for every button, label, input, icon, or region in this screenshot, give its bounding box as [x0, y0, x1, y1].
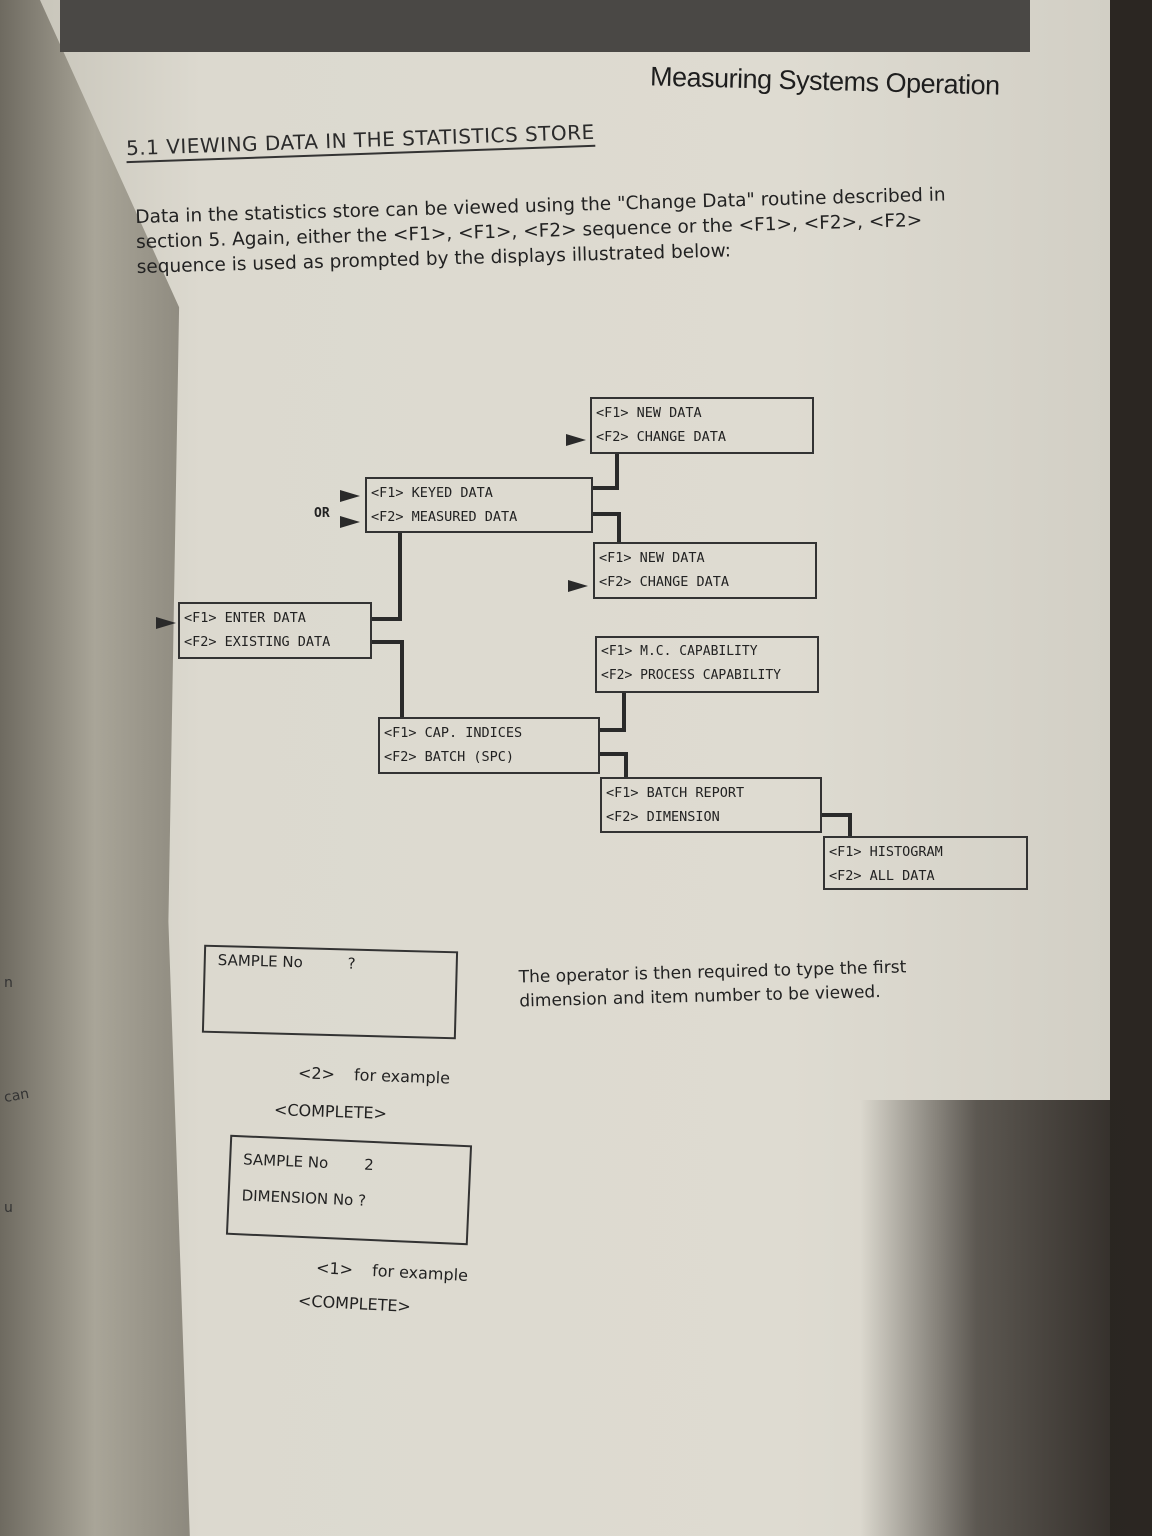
adjacent-page-fragment: can	[2, 1085, 31, 1107]
step2-key: <1>	[315, 1258, 354, 1279]
sample-value: ?	[347, 954, 356, 973]
menu-option-f1: <F1> HISTOGRAM	[829, 844, 943, 860]
connector-line	[372, 640, 404, 644]
menu-option-f2: <F2> BATCH (SPC)	[384, 749, 515, 765]
step1-key: <2>	[297, 1063, 336, 1084]
menu-option-f1: <F1> CAP. INDICES	[384, 725, 523, 741]
page-top-bar	[60, 0, 1030, 52]
connector-line	[372, 617, 402, 621]
sample-label: SAMPLE No	[242, 1150, 329, 1173]
selection-arrow-icon	[568, 580, 588, 592]
menu-box-new-change-data-1: <F1> NEW DATA <F2> CHANGE DATA	[590, 397, 814, 454]
connector-line	[593, 486, 619, 490]
connector-line	[593, 512, 621, 516]
connector-line	[398, 533, 402, 621]
menu-option-f1: <F1> ENTER DATA	[184, 610, 306, 626]
selection-arrow-icon	[566, 434, 586, 446]
connector-line	[822, 813, 852, 817]
menu-box-cap-batch: <F1> CAP. INDICES <F2> BATCH (SPC)	[378, 717, 600, 774]
menu-option-f2: <F2> CHANGE DATA	[596, 429, 727, 445]
menu-option-f1: <F1> M.C. CAPABILITY	[601, 644, 758, 659]
selection-arrow-icon	[340, 490, 360, 502]
menu-box-new-change-data-2: <F1> NEW DATA <F2> CHANGE DATA	[593, 542, 817, 599]
menu-option-f1: <F1> BATCH REPORT	[606, 785, 745, 801]
selection-arrow-icon	[340, 516, 360, 528]
menu-option-f1: <F1> NEW DATA	[596, 405, 702, 421]
photo-shadow	[860, 1100, 1152, 1536]
sample-value: 2	[363, 1155, 375, 1175]
menu-option-f2: <F2> DIMENSION	[606, 809, 720, 825]
connector-line	[615, 454, 619, 490]
connector-line	[622, 693, 626, 732]
menu-option-f2: <F2> CHANGE DATA	[599, 574, 730, 590]
step1-suffix: for example	[353, 1065, 451, 1088]
lcd-display-sample: SAMPLE No ?	[201, 944, 459, 1040]
connector-line	[400, 640, 404, 717]
menu-option-f2: <F2> PROCESS CAPABILITY	[601, 668, 782, 683]
step1-complete: <COMPLETE>	[273, 1100, 388, 1123]
menu-box-batch-dimension: <F1> BATCH REPORT <F2> DIMENSION	[600, 777, 822, 833]
connector-line	[624, 752, 628, 777]
connector-line	[617, 512, 621, 542]
connector-line	[848, 813, 852, 836]
connector-line	[600, 752, 628, 756]
or-label: OR	[314, 506, 330, 521]
menu-box-capability: <F1> M.C. CAPABILITY <F2> PROCESS CAPABI…	[595, 636, 819, 693]
menu-option-f2: <F2> ALL DATA	[829, 868, 935, 884]
menu-option-f2: <F2> MEASURED DATA	[371, 509, 518, 525]
menu-option-f2: <F2> EXISTING DATA	[184, 634, 331, 650]
adjacent-page-fragment: u	[4, 1200, 13, 1216]
menu-box-enter-existing: <F1> ENTER DATA <F2> EXISTING DATA	[178, 602, 372, 659]
menu-box-histogram-all: <F1> HISTOGRAM <F2> ALL DATA	[823, 836, 1028, 890]
sample-label: SAMPLE No	[217, 951, 304, 972]
menu-option-f1: <F1> KEYED DATA	[371, 485, 493, 501]
menu-option-f1: <F1> NEW DATA	[599, 550, 705, 566]
selection-arrow-icon	[156, 617, 176, 629]
adjacent-page-fragment: n	[4, 975, 13, 991]
connector-line	[600, 728, 626, 732]
menu-box-keyed-measured: <F1> KEYED DATA <F2> MEASURED DATA	[365, 477, 593, 533]
